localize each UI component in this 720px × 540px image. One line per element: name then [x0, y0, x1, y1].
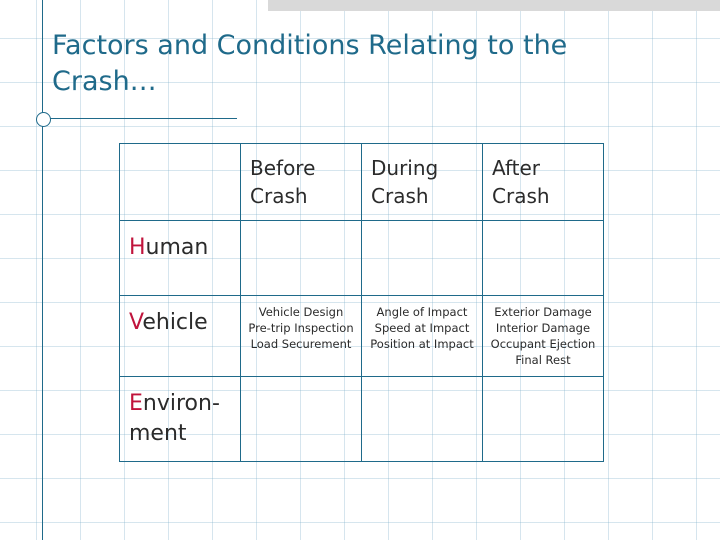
column-header-before-crash-label: Before Crash	[250, 156, 316, 208]
table-row-environment: Environ- ment	[119, 376, 604, 462]
row-label-vehicle: Vehicle	[119, 295, 241, 377]
cell-vehicle-before: Vehicle Design Pre-trip Inspection Load …	[240, 295, 362, 377]
column-header-during-crash-label: During Crash	[371, 156, 439, 208]
cell-vehicle-during-list: Angle of Impact Speed at Impact Position…	[362, 296, 482, 360]
list-item: Exterior Damage	[494, 305, 592, 319]
list-item: Position at Impact	[370, 337, 474, 351]
table-corner-cell	[119, 143, 241, 221]
corner-label	[120, 144, 240, 164]
column-header-before-crash: Before Crash	[240, 143, 362, 221]
title-underline-rule	[49, 118, 237, 119]
cell-environment-before	[240, 376, 362, 462]
cell-human-after	[482, 220, 604, 296]
table-header-row: Before Crash During Crash After Crash	[119, 143, 604, 221]
cell-human-after-list	[483, 221, 603, 295]
cell-environment-before-list	[241, 377, 361, 451]
row-label-human-initial: H	[129, 235, 146, 260]
list-item: Pre-trip Inspection	[248, 321, 354, 335]
cell-vehicle-after: Exterior Damage Interior Damage Occupant…	[482, 295, 604, 377]
left-accent-line	[42, 0, 43, 540]
table-row-vehicle: Vehicle Vehicle Design Pre-trip Inspecti…	[119, 295, 604, 377]
list-item: Speed at Impact	[374, 321, 470, 335]
cell-human-before	[240, 220, 362, 296]
cell-environment-after-list	[483, 377, 603, 451]
column-header-after-crash: After Crash	[482, 143, 604, 221]
cell-human-during	[361, 220, 483, 296]
row-label-vehicle-text: Vehicle	[120, 296, 240, 350]
row-label-vehicle-initial: V	[129, 310, 143, 335]
cell-environment-during	[361, 376, 483, 462]
list-item: Vehicle Design	[258, 305, 344, 319]
list-item: Angle of Impact	[376, 305, 468, 319]
cell-vehicle-before-list: Vehicle Design Pre-trip Inspection Load …	[241, 296, 361, 360]
accent-circle-marker	[36, 112, 51, 127]
row-label-human-text: Human	[120, 221, 240, 275]
row-label-environment-initial: E	[129, 391, 143, 416]
row-label-human-rest: uman	[145, 235, 209, 260]
list-item: Occupant Ejection	[490, 337, 596, 351]
factors-conditions-table: Before Crash During Crash After Crash Hu…	[119, 143, 604, 462]
list-item: Interior Damage	[495, 321, 591, 335]
cell-vehicle-after-list: Exterior Damage Interior Damage Occupant…	[483, 296, 603, 376]
cell-environment-during-list	[362, 377, 482, 451]
row-label-human: Human	[119, 220, 241, 296]
row-label-environment-rest: nviron- ment	[129, 391, 220, 446]
row-label-environment: Environ- ment	[119, 376, 241, 462]
top-decorative-band	[268, 0, 720, 11]
list-item: Load Securement	[250, 337, 352, 351]
cell-human-during-list	[362, 221, 482, 295]
row-label-environment-text: Environ- ment	[120, 377, 240, 461]
list-item: Final Rest	[515, 353, 571, 367]
cell-vehicle-during: Angle of Impact Speed at Impact Position…	[361, 295, 483, 377]
cell-environment-after	[482, 376, 604, 462]
column-header-during-crash: During Crash	[361, 143, 483, 221]
table-row-human: Human	[119, 220, 604, 296]
column-header-after-crash-label: After Crash	[492, 156, 550, 208]
cell-human-before-list	[241, 221, 361, 295]
page-title: Factors and Conditions Relating to the C…	[52, 30, 568, 97]
row-label-vehicle-rest: ehicle	[142, 310, 208, 335]
